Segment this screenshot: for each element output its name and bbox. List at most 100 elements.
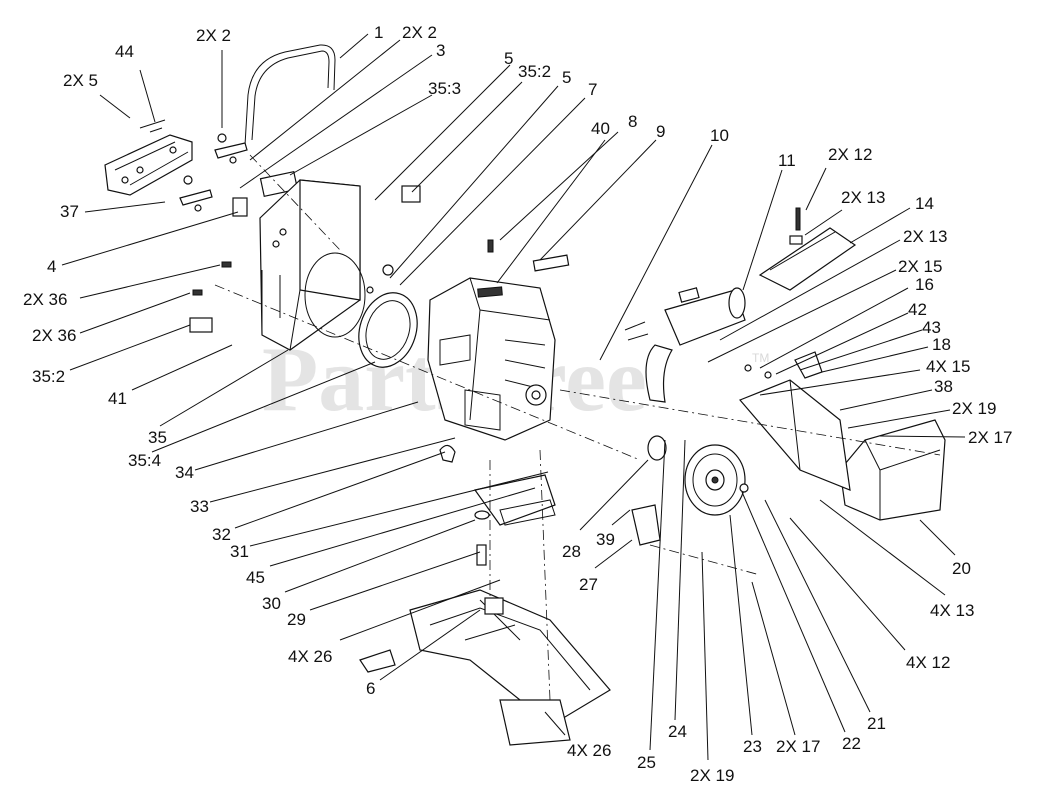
- callout-11: 7: [588, 80, 597, 99]
- callout-40: 32: [212, 525, 231, 544]
- callout-2: 2X 2: [402, 23, 437, 42]
- callout-23: 42: [908, 300, 927, 319]
- part-14-heat-shield: [758, 207, 857, 291]
- callout-10: 5: [562, 68, 571, 87]
- centerline-b: [559, 389, 941, 456]
- callout-12: 8: [628, 112, 637, 131]
- callout-37: 35:4: [128, 451, 161, 470]
- callout-18: 2X 13: [841, 188, 885, 207]
- part-29-pin: [476, 544, 487, 566]
- part-small-bracket: [232, 197, 248, 217]
- callout-57: 21: [867, 714, 886, 733]
- part-1-handle-inner: [251, 50, 330, 141]
- callout-7: 35:3: [428, 79, 461, 98]
- watermark-trademark: TM: [752, 351, 769, 365]
- callout-32: 2X 36: [23, 290, 67, 309]
- callout-26: 4X 15: [926, 357, 970, 376]
- callout-59: 4X 13: [930, 601, 974, 620]
- part-31-plate: [473, 474, 556, 526]
- callout-3: 3: [436, 41, 445, 60]
- part-38-bracket: [738, 379, 851, 491]
- part-36-screw-b: [192, 289, 203, 296]
- part-16-washer: [744, 364, 752, 372]
- callout-15: 10: [710, 126, 729, 145]
- callout-25: 18: [932, 335, 951, 354]
- part-32-bumper: [439, 444, 456, 463]
- callout-29: 2X 17: [968, 428, 1012, 447]
- leader-lines: [61, 33, 966, 761]
- callout-55: 2X 17: [776, 737, 820, 756]
- callout-35: 41: [108, 389, 127, 408]
- callout-44: 29: [287, 610, 306, 629]
- callout-48: 28: [562, 542, 581, 561]
- callout-53: 2X 19: [690, 766, 734, 785]
- callout-30: 37: [60, 202, 79, 221]
- callout-13: 40: [591, 119, 610, 138]
- part-35-3-decal: [259, 170, 299, 198]
- callout-28: 2X 19: [952, 399, 996, 418]
- callout-34: 35:2: [32, 367, 65, 386]
- part-20-cover: [839, 419, 946, 521]
- part-35-2-block-left: [189, 317, 213, 333]
- part-35-gasket: [358, 264, 418, 368]
- callout-1: 1: [374, 23, 383, 42]
- part-4-housing: [259, 179, 366, 351]
- callout-20: 2X 13: [903, 227, 947, 246]
- callout-21: 2X 15: [898, 257, 942, 276]
- callout-33: 2X 36: [32, 326, 76, 345]
- callout-45: 4X 26: [288, 647, 332, 666]
- callout-5: 44: [115, 42, 134, 61]
- callout-43: 30: [262, 594, 281, 613]
- callout-56: 22: [842, 734, 861, 753]
- part-11-muffler: [624, 287, 746, 403]
- callout-52: 24: [668, 722, 687, 741]
- part-illustrations: [104, 44, 946, 746]
- part-8-engine: [427, 277, 556, 441]
- centerline-c: [649, 544, 761, 576]
- callout-labels: 1 2X 2 3 2X 2 44 2X 5 35:3 5 35:2 5 7 8 …: [23, 23, 1012, 785]
- centerline-a: [214, 284, 641, 461]
- part-2-links: [179, 133, 248, 212]
- part-21-pulley: [684, 444, 746, 516]
- part-1-handle: [244, 44, 336, 146]
- callout-19: 14: [915, 194, 934, 213]
- callout-54: 23: [743, 737, 762, 756]
- part-35-2-block-top: [401, 185, 421, 203]
- part-39-bracket: [631, 504, 661, 546]
- callout-17: 2X 12: [828, 145, 872, 164]
- part-45-washer: [474, 510, 490, 520]
- callout-6: 2X 5: [63, 71, 98, 90]
- callout-60: 20: [952, 559, 971, 578]
- part-18-clip: [794, 351, 823, 379]
- part-28-spacer: [647, 435, 667, 461]
- callout-27: 38: [934, 377, 953, 396]
- callout-47: 4X 26: [567, 741, 611, 760]
- callout-14: 9: [656, 122, 665, 141]
- callout-58: 4X 12: [906, 653, 950, 672]
- callout-22: 16: [915, 275, 934, 294]
- callout-4: 2X 2: [196, 26, 231, 45]
- part-22-washer: [739, 483, 749, 493]
- callout-24: 43: [922, 318, 941, 337]
- part-36-screw-a: [221, 261, 232, 268]
- callout-8: 5: [504, 49, 513, 68]
- callout-49: 39: [596, 530, 615, 549]
- part-44-bracket: [104, 119, 193, 196]
- part-9-decal: [532, 254, 570, 272]
- callout-16: 11: [778, 151, 796, 170]
- callout-36: 35: [148, 428, 167, 447]
- callout-31: 4: [47, 257, 56, 276]
- callout-9: 35:2: [518, 62, 551, 81]
- part-6-frame: [359, 589, 611, 746]
- centerline-d: [539, 449, 551, 701]
- callout-39: 33: [190, 497, 209, 516]
- callout-50: 27: [579, 575, 598, 594]
- callout-38: 34: [175, 463, 194, 482]
- part-42-washer: [764, 371, 772, 379]
- callout-51: 25: [637, 753, 656, 772]
- callout-41: 31: [230, 542, 249, 561]
- part-40-stud: [487, 239, 494, 253]
- part-30-plate-detail: [499, 499, 556, 526]
- callout-42: 45: [246, 568, 265, 587]
